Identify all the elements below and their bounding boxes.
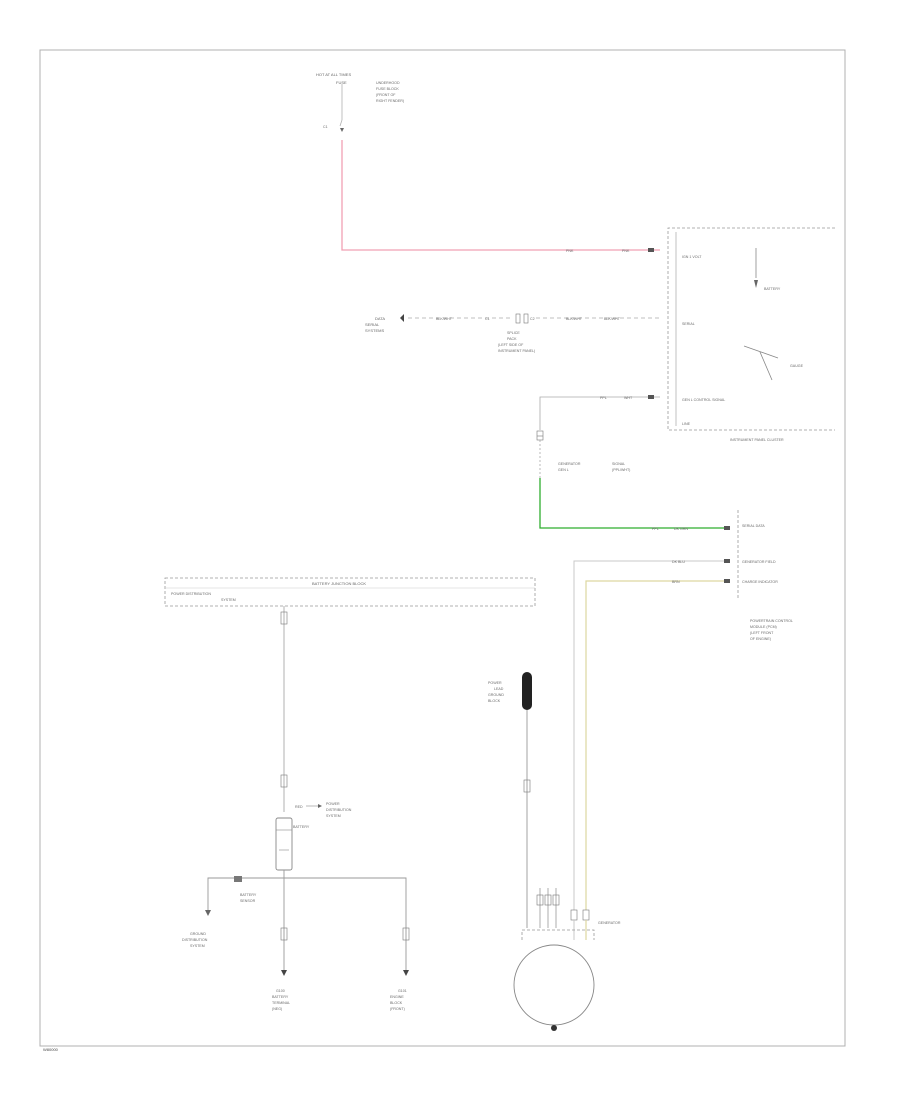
battery: BATTERY xyxy=(275,817,310,871)
battery-to-2: DISTRIBUTION xyxy=(326,808,352,812)
generator: GENERATOR xyxy=(513,888,621,1031)
pink-wire xyxy=(341,140,660,251)
gen-lead-label-1: GENERATOR xyxy=(558,462,581,466)
instrument-panel-cluster: IGN 1 VOLT SERIAL GEN L CONTROL SIGNAL L… xyxy=(667,227,835,442)
ipc-pin-line: LINE xyxy=(682,422,691,426)
serial-from-2: SERIAL xyxy=(365,322,380,327)
powertrain-control-module: SERIAL DATA GENERATOR FIELD CHARGE INDIC… xyxy=(737,510,793,641)
ground-label-1: POWER xyxy=(488,681,502,685)
splice-label-4: INSTRUMENT PANEL) xyxy=(498,349,535,353)
battery-wire: RED xyxy=(295,805,303,809)
fuse-block-fuse: FUSE xyxy=(336,80,347,85)
generator-label: GENERATOR xyxy=(598,921,621,925)
pcm-label-4: OF ENGINE) xyxy=(750,637,771,641)
green-wire-2: DK GRN xyxy=(674,527,688,531)
gen-lead-label-2: GEN L xyxy=(558,468,569,472)
right-dest-2: ENGINE xyxy=(390,995,404,999)
fuse-block-header: HOT AT ALL TIMES xyxy=(316,72,351,77)
gen-signal-wire-2: WHT xyxy=(624,396,633,400)
right-dest-4: (FRONT) xyxy=(390,1007,405,1011)
mid-dest-2: BATTERY xyxy=(272,995,289,999)
fuse-block-sub3: (FRONT OF xyxy=(376,93,396,97)
battery-neg-2: SENSOR xyxy=(240,899,256,903)
serial-data-line: DATA SERIAL SYSTEMS BLK/WHT C1 C2 BLK/WH… xyxy=(365,313,660,353)
serial-from-3: SYSTEMS xyxy=(365,328,384,333)
battery-junction-block: BATTERY JUNCTION BLOCK POWER DISTRIBUTIO… xyxy=(164,577,536,607)
ipc-pin-ign: IGN 1 VOLT xyxy=(682,255,702,259)
connector-c2: C2 xyxy=(530,317,535,321)
pcm-wire-1: DK BLU xyxy=(672,560,685,564)
pcm-label-3: (LEFT FRONT xyxy=(750,631,774,635)
splice-label-3: (LEFT SIDE OF xyxy=(498,343,524,347)
gen-lead-label-3: SIGNAL xyxy=(612,462,625,466)
ground-label-2: LEAD xyxy=(494,687,504,691)
left-dest-2: DISTRIBUTION xyxy=(182,938,208,942)
pcm-pin-1: SERIAL DATA xyxy=(742,524,765,528)
pcm-pin-2: GENERATOR FIELD xyxy=(742,560,776,564)
serial-from-1: DATA xyxy=(375,316,385,321)
serial-wire-1: BLK/WHT xyxy=(436,317,453,321)
pcm-label-1: POWERTRAIN CONTROL xyxy=(750,619,793,623)
left-dest-1: GROUND xyxy=(190,932,206,936)
pink-wire-code: PNK xyxy=(566,249,574,253)
gen-field-wire xyxy=(573,560,730,910)
ground-label-4: BLOCK xyxy=(488,699,501,703)
battery-neg: BATTERY xyxy=(240,893,257,897)
battery-label: BATTERY xyxy=(293,825,310,829)
fuse-block-sub1: UNDERHOOD xyxy=(376,81,400,85)
pcm-label-2: MODULE (PCM) xyxy=(750,625,777,629)
bfb-sub-1: POWER DISTRIBUTION xyxy=(171,592,211,596)
bfb-header: BATTERY JUNCTION BLOCK xyxy=(312,581,366,586)
ground-label-3: GROUND xyxy=(488,693,504,697)
splice-label-2: PACK xyxy=(507,337,517,341)
bfb-sub-2: SYSTEM xyxy=(221,598,236,602)
left-dest-3: SYSTEM xyxy=(190,944,205,948)
gen-lead-label-4: (PPL/WHT) xyxy=(612,468,630,472)
mid-dest-1: G100 xyxy=(276,989,285,993)
power-lead: POWER LEAD GROUND BLOCK xyxy=(488,672,532,928)
mid-dest-4: (NEG) xyxy=(272,1007,282,1011)
serial-wire-2: BLK/WHT xyxy=(566,317,583,321)
ipc-pin-gen: GEN L CONTROL SIGNAL xyxy=(682,398,725,402)
mid-dest-3: TERMINAL xyxy=(272,1001,290,1005)
diagram-frame xyxy=(39,49,846,1047)
ipc-pin-serial: SERIAL xyxy=(682,322,695,326)
pcm-pin-3: CHARGE INDICATOR xyxy=(742,580,778,584)
connector-c1: C1 xyxy=(485,317,490,321)
ipc-gauge-label: GAUGE xyxy=(790,364,804,368)
fuse-block-sub4: RIGHT FENDER) xyxy=(376,99,404,103)
battery-to-3: SYSTEM xyxy=(326,814,341,818)
ipc-battery-label: BATTERY xyxy=(764,287,781,291)
pink-wire-code-2: PNK xyxy=(622,249,630,253)
gen-signal-wire-1: PPL xyxy=(600,396,607,400)
green-wire xyxy=(539,478,730,529)
splice-label-1: SPLICE xyxy=(507,331,520,335)
fuse-block-sub2: FUSE BLOCK xyxy=(376,87,399,91)
ipc-label: INSTRUMENT PANEL CLUSTER xyxy=(730,438,784,442)
fuse-circuit: C1 xyxy=(323,125,328,129)
footer-code: W80000 xyxy=(43,1047,59,1052)
battery-to-1: POWER xyxy=(326,802,340,806)
fuse-source-label: HOT AT ALL TIMES FUSE UNDERHOOD FUSE BLO… xyxy=(316,72,404,132)
green-wire-1: PPL xyxy=(652,527,659,531)
serial-wire-3: BLK/WHT xyxy=(604,317,621,321)
charge-indicator-wire xyxy=(585,580,730,910)
gen-signal-line: PPL WHT GENERATOR GEN L SIGNAL (PPL/WHT) xyxy=(536,395,660,478)
right-dest-3: BLOCK xyxy=(390,1001,403,1005)
right-dest-1: G101 xyxy=(398,989,407,993)
pcm-wire-2: BRN xyxy=(672,580,680,584)
